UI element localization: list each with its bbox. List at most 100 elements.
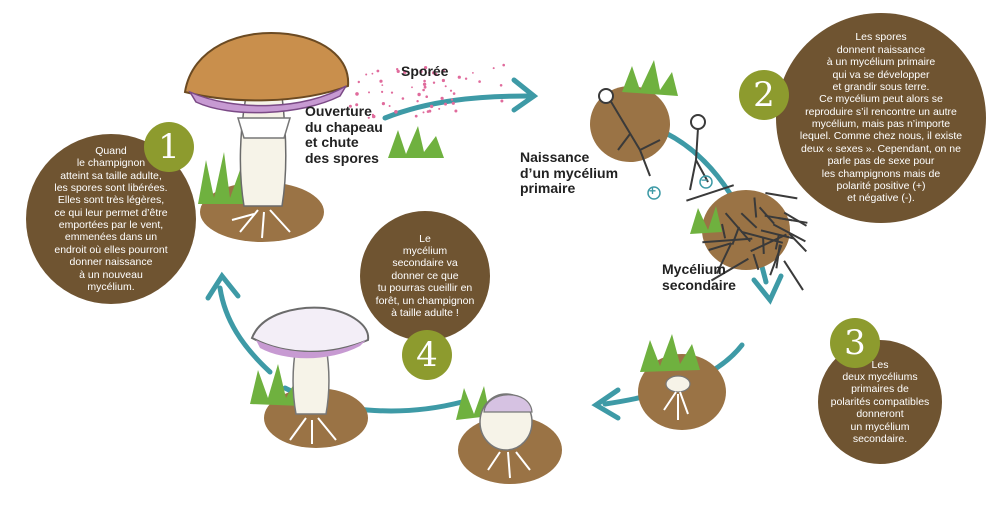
spore-dot xyxy=(411,86,413,89)
cap xyxy=(183,32,350,102)
gills xyxy=(256,340,366,359)
spore-dot xyxy=(355,103,359,107)
hypha-strand xyxy=(686,184,735,202)
roots xyxy=(289,417,337,444)
roots xyxy=(663,391,689,420)
mature-mushroom xyxy=(183,32,350,242)
hypha-strand xyxy=(731,226,740,245)
label-naissance: Naissance d’un mycélium primaire xyxy=(520,149,619,197)
grass-tuft-mid xyxy=(388,126,444,158)
soil-mound xyxy=(702,190,790,270)
step-4-bubble: Le mycélium secondaire va donner ce que … xyxy=(360,211,490,341)
spore-dot xyxy=(428,109,432,113)
hypha-strand xyxy=(764,214,793,222)
spore-dot xyxy=(428,71,431,74)
arrowhead-to-button xyxy=(591,387,621,421)
spore-dot xyxy=(478,80,481,83)
primary-mycelium-scene xyxy=(590,60,713,200)
step-2-badge: 2 xyxy=(739,70,789,120)
spore-dot xyxy=(371,72,374,75)
spore-dot xyxy=(424,66,428,70)
hypha-strand xyxy=(752,253,760,271)
hypha-strand xyxy=(741,230,784,244)
hypha-strand xyxy=(769,244,783,276)
hypha-strand xyxy=(774,233,780,250)
spore-dot xyxy=(450,98,454,101)
hypha-strand xyxy=(721,223,727,239)
spore-dot xyxy=(457,75,461,79)
spore-dot xyxy=(449,89,453,92)
hypha-strand xyxy=(753,197,758,218)
arrowhead-to-secondary xyxy=(751,273,784,305)
step-2-bubble: Les spores donnent naissance à un mycéli… xyxy=(776,13,986,223)
grass-tuft xyxy=(198,152,244,204)
spore-positive xyxy=(598,88,614,104)
hypha-strand xyxy=(715,242,733,274)
spore-dot xyxy=(368,91,370,94)
spore-dot xyxy=(394,110,398,114)
spore-dot xyxy=(500,99,504,103)
hypha-strand xyxy=(783,211,808,227)
hypha-strand xyxy=(708,242,732,251)
gills xyxy=(188,85,347,114)
arrowhead-to-mature xyxy=(205,271,241,301)
arrow-to-mature xyxy=(217,285,273,375)
secondary-mycelium-scene xyxy=(686,184,808,291)
grass-tuft xyxy=(640,334,700,372)
spore-dot xyxy=(419,69,423,74)
grass-tuft xyxy=(250,364,302,406)
step-4-badge: 4 xyxy=(402,330,452,380)
spore-dot xyxy=(357,80,360,84)
step-3-text: Les deux mycéliums primaires de polarité… xyxy=(830,358,930,445)
primary-mycelium-negative xyxy=(689,127,709,191)
spore-dot xyxy=(396,69,400,73)
spore-dot xyxy=(416,100,419,103)
step-1-text: Quand le champignon atteint sa taille ad… xyxy=(54,144,168,293)
spore-dot xyxy=(422,82,427,87)
hypha-strand xyxy=(702,237,753,244)
roots xyxy=(231,209,291,239)
spore-dot xyxy=(432,71,436,75)
spore-cloud xyxy=(348,63,506,119)
label-mycelium-secondaire: Mycélium secondaire xyxy=(662,261,736,293)
spore-dot xyxy=(403,70,407,74)
hypha-strand xyxy=(762,237,765,254)
spore-dot xyxy=(367,116,370,119)
spore-dot xyxy=(396,68,399,71)
spore-dot xyxy=(438,107,441,110)
step-4-text: Le mycélium secondaire va donner ce que … xyxy=(375,232,475,319)
ring xyxy=(236,117,292,139)
tiny-mushroom xyxy=(665,375,691,393)
young-mushroom-cap xyxy=(483,394,533,413)
spore-dot xyxy=(390,91,394,94)
spore-dot xyxy=(452,92,456,95)
spore-dot xyxy=(365,73,368,76)
step-3-badge: 3 xyxy=(830,318,880,368)
spore-dot xyxy=(440,96,444,100)
spore-dot xyxy=(423,79,426,83)
label-ouverture: Ouverture du chapeau et chute des spores xyxy=(305,103,383,167)
button-mushroom-scene xyxy=(638,334,726,430)
spore-dot xyxy=(454,109,458,113)
step-1-bubble: Quand le champignon atteint sa taille ad… xyxy=(26,134,196,304)
spore-dot xyxy=(444,102,447,106)
label-plus: + xyxy=(649,184,657,198)
step-2-text: Les spores donnent naissance à un mycéli… xyxy=(799,31,963,205)
adult-mushroom-scene xyxy=(250,306,370,448)
hypha-strand xyxy=(750,233,787,253)
roots xyxy=(487,451,531,479)
spore-dot xyxy=(432,81,436,84)
cap xyxy=(250,306,370,353)
spore-dot xyxy=(381,102,385,106)
spore-negative xyxy=(690,114,706,130)
hypha-strand xyxy=(740,212,758,229)
step-1-badge: 1 xyxy=(144,122,194,172)
spore-dot xyxy=(444,85,447,88)
spore-dot xyxy=(425,95,429,98)
spore-dot xyxy=(422,88,425,92)
minus-symbol-circle xyxy=(699,175,713,189)
hypha-strand xyxy=(710,257,749,282)
spore-dot xyxy=(401,97,405,100)
